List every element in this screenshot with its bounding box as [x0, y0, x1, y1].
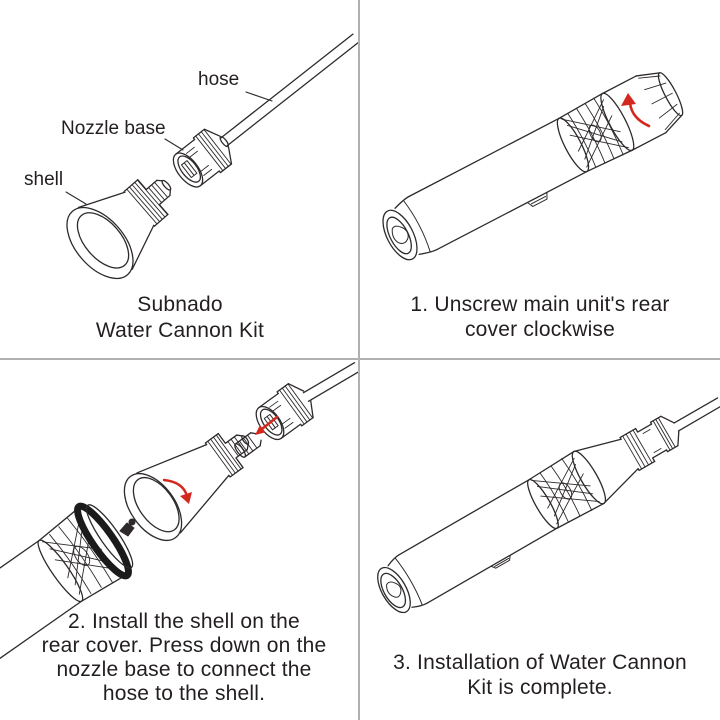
- hose-drawing: [220, 33, 359, 147]
- press-down-arrow-icon: [255, 415, 279, 435]
- step2-caption-line3: nozzle base to connect the: [56, 658, 312, 681]
- hose-label: hose: [198, 69, 240, 90]
- panel-step1: 1. Unscrew main unit's rear cover clockw…: [360, 0, 720, 360]
- hose-drawing: [302, 362, 359, 402]
- kit-caption: Subnado Water Cannon Kit: [0, 292, 360, 344]
- main-unit-rear-drawing: [0, 502, 134, 664]
- step2-caption-line2: rear cover. Press down on the: [41, 634, 327, 657]
- step2-caption: 2. Install the shell on the rear cover. …: [14, 610, 354, 706]
- step2-caption-line4: hose to the shell.: [102, 682, 266, 705]
- rotate-shell-arrow-icon: [162, 478, 192, 504]
- vertical-divider: [358, 0, 360, 720]
- step3-caption-line2: Kit is complete.: [467, 676, 613, 699]
- valve-detail: [119, 518, 136, 537]
- nozzle-base-leader-line: [164, 138, 184, 151]
- o-ring: [74, 502, 132, 580]
- hose-leader-line: [245, 91, 273, 102]
- nozzle-base-drawing: [172, 128, 233, 188]
- panel-step2: 2. Install the shell on the rear cover. …: [0, 360, 360, 720]
- threaded-tip-drawing: [234, 432, 262, 458]
- hose-drawing: [673, 397, 720, 432]
- panel-step3: 3. Installation of Water Cannon Kit is c…: [360, 360, 720, 720]
- kit-parts-drawing: [65, 33, 359, 280]
- step1-caption-line1: 1. Unscrew main unit's rear: [410, 293, 670, 316]
- step3-drawing: [377, 397, 720, 614]
- rear-cover-ribs: [638, 75, 680, 131]
- grille-lattice: [561, 97, 629, 168]
- horizontal-divider: [0, 358, 720, 360]
- nozzle-base-label: Nozzle base: [61, 118, 166, 139]
- grille-lattice: [531, 457, 600, 525]
- step2-drawing: [0, 362, 359, 664]
- panel-kit-overview: hose Nozzle base shell Subnado Water Can…: [0, 0, 360, 360]
- shell-drawing: [66, 179, 172, 280]
- step3-caption-line1: 3. Installation of Water Cannon: [393, 651, 687, 674]
- grille-lattice: [42, 517, 116, 595]
- kit-caption-line1: Subnado: [137, 293, 223, 316]
- shell-drawing: [123, 432, 250, 542]
- rotate-clockwise-arrow-icon: [621, 93, 651, 128]
- step1-caption-line2: cover clockwise: [464, 318, 616, 341]
- kit-caption-line2: Water Cannon Kit: [95, 319, 265, 342]
- step2-caption-line1: 2. Install the shell on the: [68, 610, 300, 633]
- step1-drawing: [382, 72, 684, 261]
- step1-caption: 1. Unscrew main unit's rear cover clockw…: [360, 292, 720, 342]
- assembled-unit-drawing: [377, 415, 680, 614]
- shell-label: shell: [24, 169, 64, 190]
- shell-leader-line: [65, 191, 87, 205]
- main-unit-drawing: [382, 72, 684, 261]
- step3-caption: 3. Installation of Water Cannon Kit is c…: [360, 650, 720, 700]
